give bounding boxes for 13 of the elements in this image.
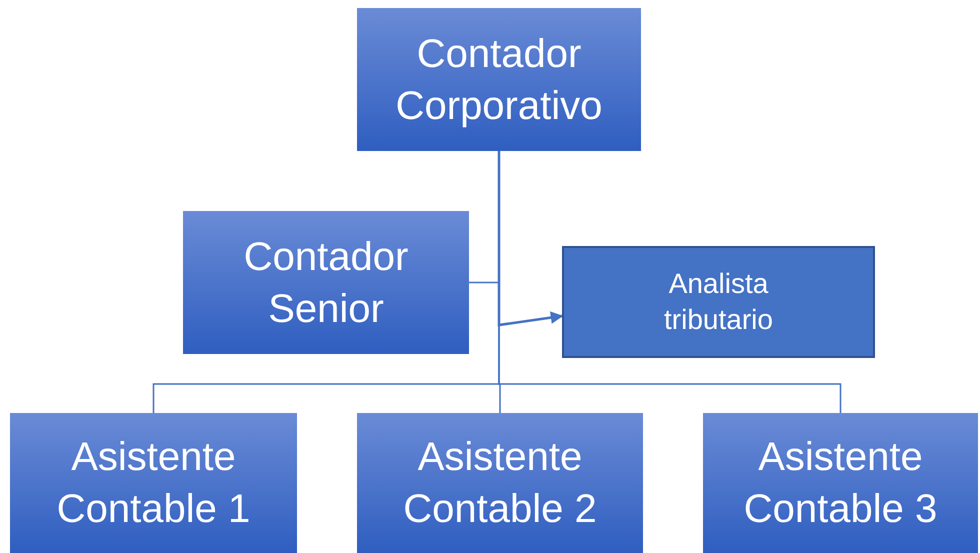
box-label: Analista tributario [663,266,774,337]
org-box [562,246,875,358]
org-box [703,413,978,553]
org-box [357,413,643,553]
org-box [357,8,641,151]
org-box [183,211,469,354]
arrow [498,151,564,326]
box-label: Contador Senior [242,234,410,332]
org-box [10,413,297,553]
box-label: Asistente Contable 1 [56,434,252,533]
box-label: Asistente Contable 3 [742,434,938,533]
box-label: Asistente Contable 2 [402,434,598,533]
box-label: Contador Corporativo [394,30,604,130]
